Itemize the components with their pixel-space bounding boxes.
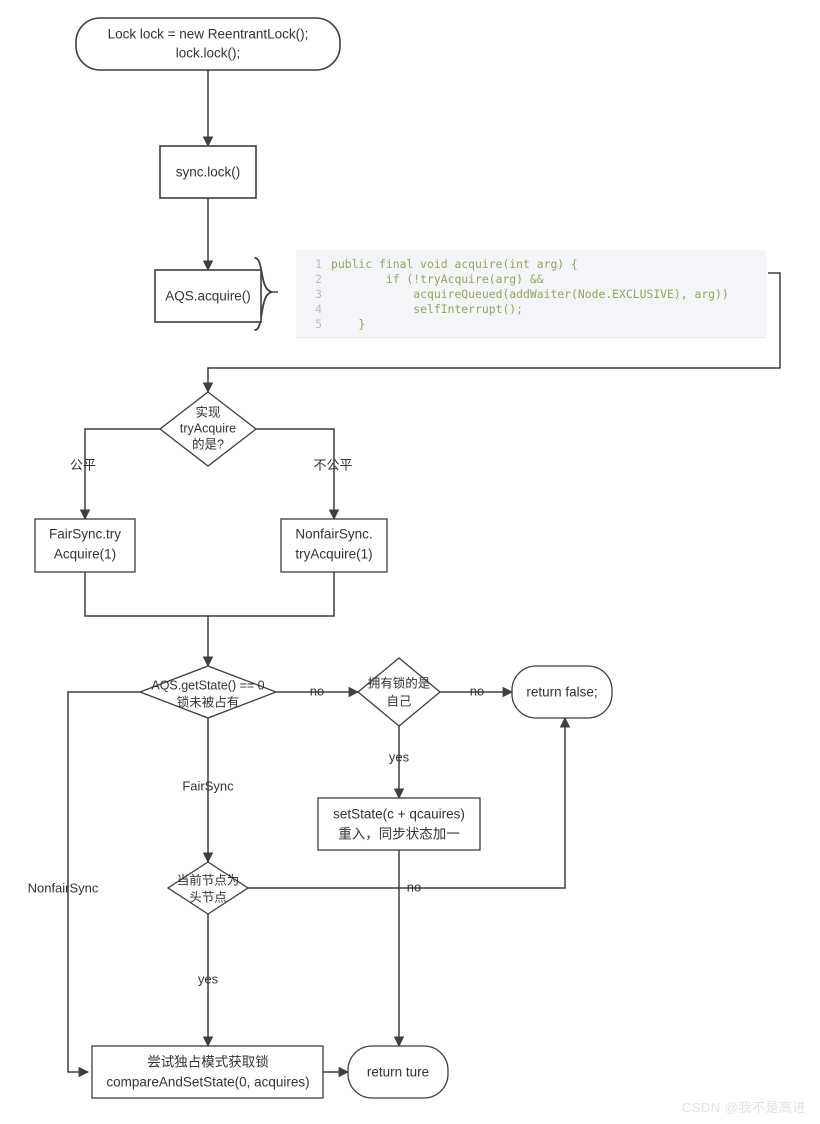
node-start-line2: lock.lock();: [176, 46, 241, 61]
node-decision-getstate-line2: 锁未被占有: [177, 694, 240, 709]
node-decision-head-line2: 头节点: [189, 890, 227, 904]
node-decision-owner[interactable]: [356, 657, 442, 727]
edge-label-fair: 公平: [70, 457, 96, 472]
edge-decision-to-fairsync: [79, 428, 172, 521]
node-decision-tryacquire-line3: 的是?: [192, 436, 224, 451]
node-decision-head-line1: 当前节点为: [177, 872, 240, 887]
edge-label-owner-no: no: [470, 683, 484, 698]
node-fairsync-line2: Acquire(1): [54, 547, 116, 562]
node-sync-lock[interactable]: [159, 145, 257, 199]
csdn-watermark: CSDN @我不是高进: [681, 1100, 806, 1115]
node-cas-box[interactable]: [91, 1045, 324, 1099]
node-cas-box-line1: 尝试独占模式获取锁: [147, 1055, 269, 1070]
node-nonfairsync-line1: NonfairSync.: [295, 527, 372, 542]
node-decision-owner-line1: 拥有锁的是: [368, 675, 431, 690]
node-aqs-acquire[interactable]: [154, 269, 262, 323]
node-return-true-label: return ture: [367, 1065, 429, 1080]
code-line-number: 1: [315, 257, 322, 271]
node-decision-getstate-line1: AQS.getState() == 0: [151, 678, 264, 692]
code-line-text: }: [331, 317, 366, 331]
edge-label-owner-yes: yes: [389, 749, 410, 764]
edge-label-nonfairsync: NonfairSync: [28, 880, 99, 895]
edge-merge-sync-boxes: [84, 572, 335, 617]
node-fairsync-line1: FairSync.try: [49, 527, 121, 542]
edge-label-head-yes: yes: [198, 971, 219, 986]
node-nonfairsync-tryacquire[interactable]: [280, 518, 388, 573]
code-line: 1 public final void acquire(int arg) {: [296, 257, 766, 272]
node-decision-tryacquire-line1: 实现: [195, 404, 220, 419]
node-fairsync-tryacquire[interactable]: [34, 518, 136, 573]
node-cas-box-line2: compareAndSetState(0, acquires): [106, 1075, 309, 1090]
node-decision-tryacquire-line2: tryAcquire: [180, 421, 236, 435]
edge-code-to-tryacquire-decision: [202, 272, 781, 394]
node-decision-getstate[interactable]: [138, 665, 278, 719]
node-return-true[interactable]: [347, 1045, 449, 1099]
node-nonfairsync-line2: tryAcquire(1): [295, 547, 372, 562]
code-line-number: 5: [315, 317, 322, 331]
edge-decision-to-nonfairsync: [244, 428, 340, 521]
edge-getstate-nonfairsync-to-casbox: [67, 691, 140, 1078]
code-line-number: 4: [315, 302, 322, 316]
code-line: 4 selfInterrupt();: [296, 302, 766, 317]
node-decision-head[interactable]: [166, 861, 250, 915]
edge-head-no-to-returnfalse: [248, 716, 571, 889]
node-aqs-acquire-label: AQS.acquire(): [165, 289, 251, 304]
edge-label-getstate-no: no: [310, 683, 324, 698]
code-line-text: public final void acquire(int arg) {: [331, 257, 578, 271]
code-snippet-panel: 1 public final void acquire(int arg) { 2…: [296, 250, 766, 338]
code-line-number: 3: [315, 287, 322, 301]
edge-label-unfair: 不公平: [313, 457, 352, 472]
node-return-false[interactable]: [511, 665, 613, 719]
node-sync-lock-label: sync.lock(): [176, 165, 241, 180]
node-start-line1: Lock lock = new ReentrantLock();: [108, 27, 309, 42]
node-setstate[interactable]: [317, 797, 481, 851]
code-line-text: if (!tryAcquire(arg) &&: [331, 272, 544, 286]
edge-label-fairsync: FairSync: [182, 778, 234, 793]
node-setstate-line1: setState(c + qcauires): [333, 807, 465, 822]
code-line-number: 2: [315, 272, 322, 286]
edge-label-head-no: no: [407, 879, 421, 894]
code-line-text: selfInterrupt();: [331, 302, 524, 316]
code-line: 2 if (!tryAcquire(arg) &&: [296, 272, 766, 287]
code-line: 5 }: [296, 317, 766, 332]
node-start[interactable]: [75, 17, 341, 71]
node-setstate-line2: 重入，同步状态加一: [338, 827, 460, 842]
code-line-text: acquireQueued(addWaiter(Node.EXCLUSIVE),…: [331, 287, 729, 301]
node-decision-tryacquire[interactable]: [158, 391, 258, 467]
code-line: 3 acquireQueued(addWaiter(Node.EXCLUSIVE…: [296, 287, 766, 302]
node-return-false-label: return false;: [526, 685, 597, 700]
node-decision-owner-line2: 自己: [386, 694, 411, 708]
